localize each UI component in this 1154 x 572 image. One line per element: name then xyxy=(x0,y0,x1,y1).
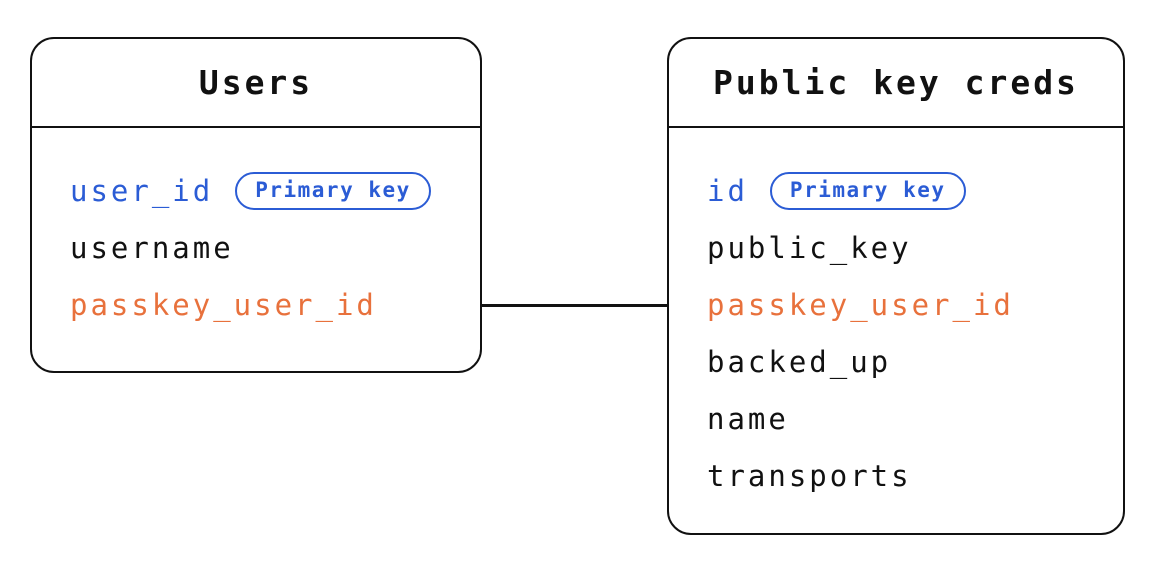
field-name: passkey_user_id xyxy=(707,287,1014,322)
field-name: public_key xyxy=(707,230,912,265)
field-row-passkey-user-id[interactable]: passkey_user_id xyxy=(707,276,1103,333)
table-title: Public key creds xyxy=(713,63,1079,102)
primary-key-badge: Primary key xyxy=(769,171,966,210)
field-name: passkey_user_id xyxy=(70,287,377,322)
field-row-name[interactable]: name xyxy=(707,390,1103,447)
field-row-user-id[interactable]: user_id Primary key xyxy=(70,162,460,219)
primary-key-badge: Primary key xyxy=(235,171,431,210)
table-header-public-key-creds[interactable]: Public key creds xyxy=(669,39,1123,128)
field-row-id[interactable]: id Primary key xyxy=(707,162,1103,219)
table-title: Users xyxy=(198,63,314,102)
field-row-passkey-user-id[interactable]: passkey_user_id xyxy=(70,276,460,333)
table-node-public-key-creds[interactable]: Public key creds id Primary key public_k… xyxy=(667,37,1125,535)
relationship-connector-line[interactable] xyxy=(480,304,668,307)
table-body-public-key-creds: id Primary key public_key passkey_user_i… xyxy=(669,128,1123,504)
field-name: username xyxy=(70,230,234,265)
table-node-users[interactable]: Users user_id Primary key username passk… xyxy=(30,37,482,373)
field-name: user_id xyxy=(70,173,214,208)
field-name: backed_up xyxy=(707,344,892,379)
table-header-users[interactable]: Users xyxy=(32,39,480,128)
field-row-username[interactable]: username xyxy=(70,219,460,276)
field-name: id xyxy=(707,173,748,208)
field-row-public-key[interactable]: public_key xyxy=(707,219,1103,276)
field-row-transports[interactable]: transports xyxy=(707,447,1103,504)
field-name: transports xyxy=(707,458,912,493)
field-row-backed-up[interactable]: backed_up xyxy=(707,333,1103,390)
field-name: name xyxy=(707,401,789,436)
table-body-users: user_id Primary key username passkey_use… xyxy=(32,128,480,333)
